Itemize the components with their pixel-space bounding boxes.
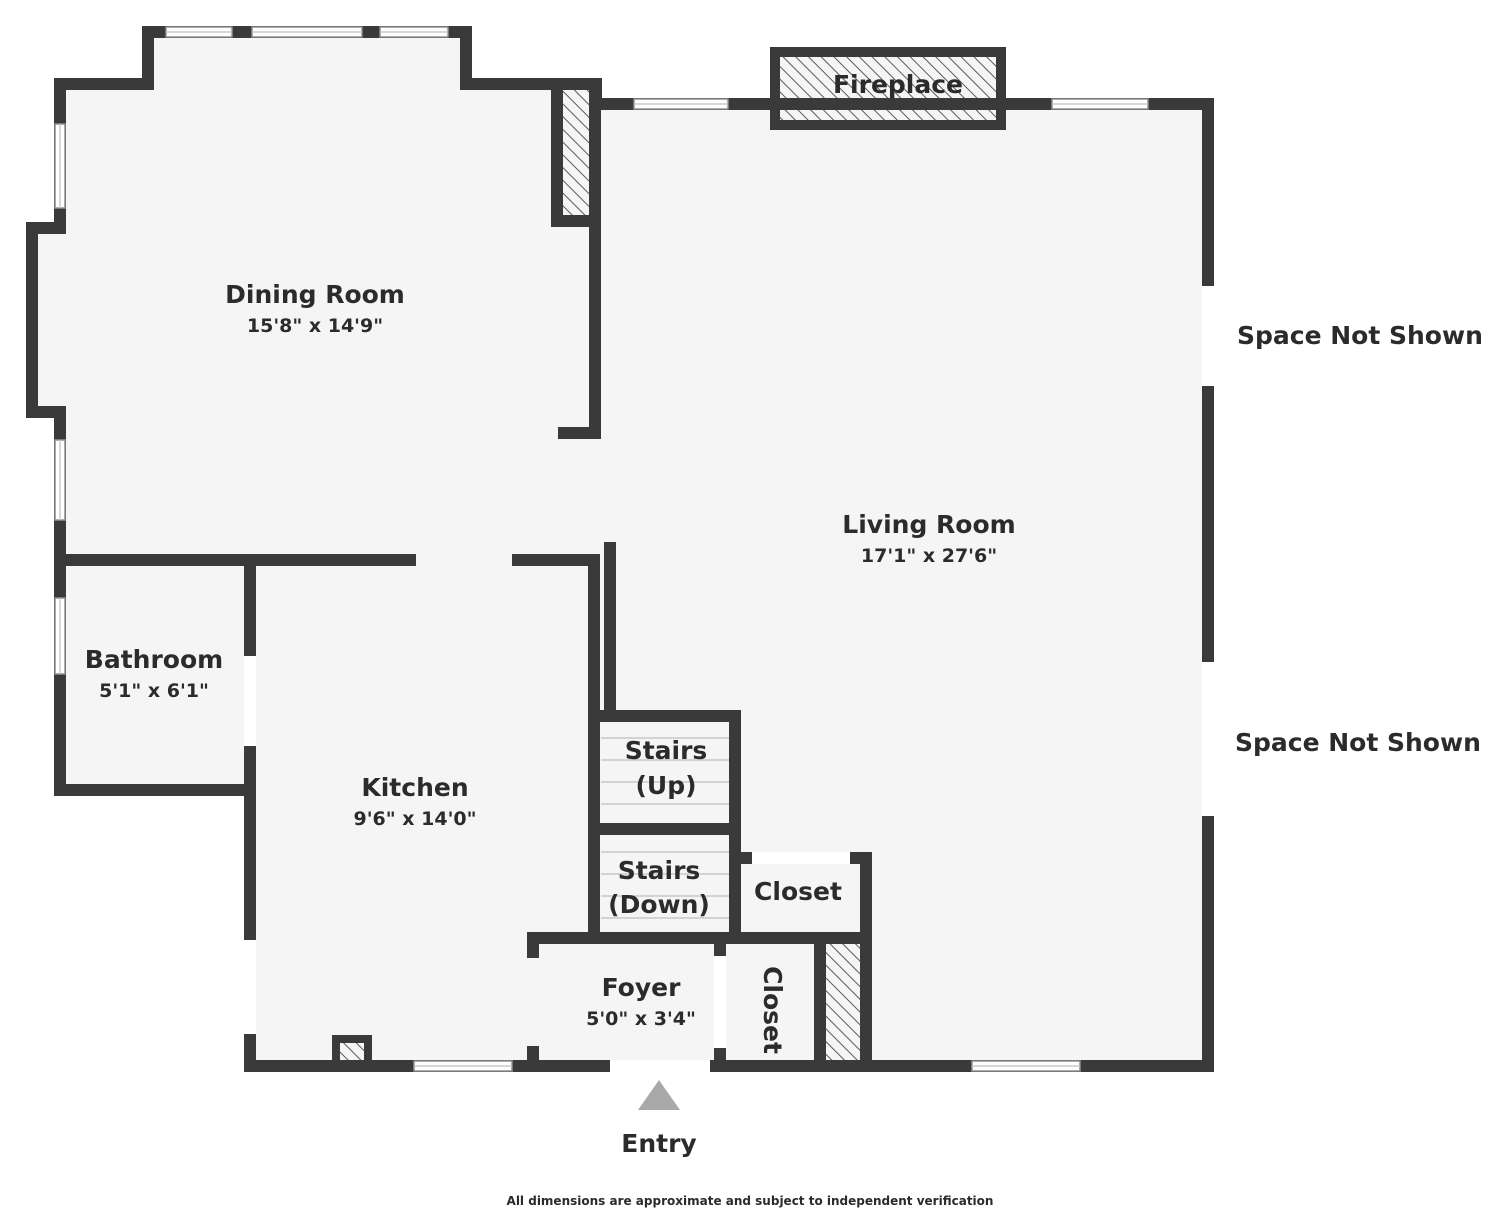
fireplace-label: Fireplace bbox=[833, 70, 963, 99]
entry-label: Entry bbox=[621, 1129, 696, 1158]
space-not-shown-bottom: Space Not Shown bbox=[1235, 728, 1481, 757]
wall-openings bbox=[244, 286, 1214, 1072]
kitchen-name: Kitchen bbox=[361, 773, 468, 802]
foyer-dims: 5'0" x 3'4" bbox=[586, 1008, 696, 1030]
disclaimer: All dimensions are approximate and subje… bbox=[507, 1194, 994, 1208]
closet-upper-name: Closet bbox=[754, 877, 842, 906]
fireplace bbox=[770, 47, 1006, 130]
walls bbox=[26, 26, 1214, 1072]
stair-treads bbox=[601, 737, 729, 919]
floor-area bbox=[32, 32, 1208, 1066]
living-room-name: Living Room bbox=[842, 510, 1015, 539]
stairs-down-label: Stairs bbox=[618, 856, 701, 885]
wall-chimney-hatch bbox=[563, 90, 589, 216]
foyer-name: Foyer bbox=[602, 973, 681, 1002]
entry-arrow-icon bbox=[638, 1080, 680, 1110]
closet-hatch bbox=[826, 944, 862, 1060]
living-room-dims: 17'1" x 27'6" bbox=[861, 545, 997, 567]
closet-lower-name: Closet bbox=[758, 966, 787, 1054]
stairs-up-label: Stairs bbox=[625, 736, 708, 765]
bathroom-dims: 5'1" x 6'1" bbox=[99, 680, 209, 702]
dining-room-name: Dining Room bbox=[225, 280, 405, 309]
stairs-down-direction: (Down) bbox=[608, 890, 710, 919]
dining-room-dims: 15'8" x 14'9" bbox=[247, 315, 383, 337]
kitchen-dims: 9'6" x 14'0" bbox=[353, 808, 476, 830]
stairs-up-direction: (Up) bbox=[635, 771, 696, 800]
windows bbox=[54, 26, 1149, 1072]
space-not-shown-top: Space Not Shown bbox=[1237, 321, 1483, 350]
bathroom-name: Bathroom bbox=[85, 645, 223, 674]
